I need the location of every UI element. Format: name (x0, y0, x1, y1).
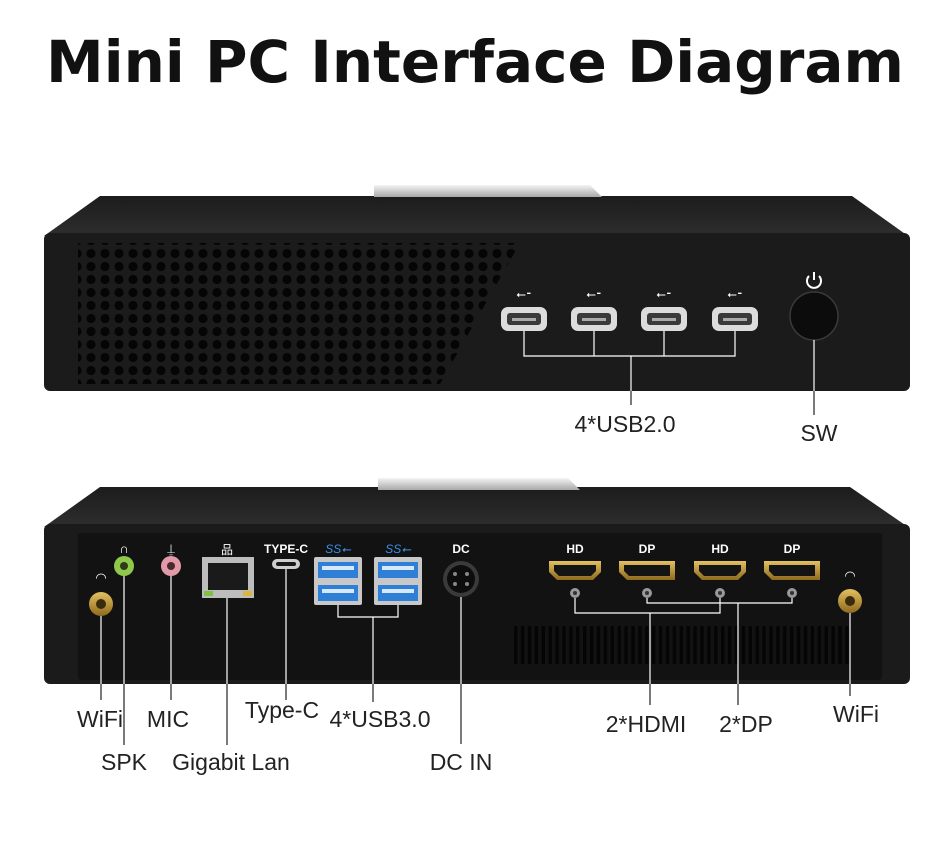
power-switch-callout-label: SW (800, 420, 837, 446)
type-c-callout-label: Type-C (245, 697, 319, 723)
rear-vent-slots (514, 626, 849, 664)
vent-slot (742, 626, 745, 664)
front-top-silver-accent (374, 185, 602, 197)
usb-icon: ⭠⁃ (516, 287, 532, 301)
vent-slot (825, 626, 828, 664)
vent-slot (769, 626, 772, 664)
dc-in-callout-label: DC IN (430, 749, 493, 775)
vent-slot (749, 626, 752, 664)
wifi-icon: ◠ (95, 570, 106, 585)
vent-slot (624, 626, 627, 664)
vent-slot (514, 626, 517, 664)
vent-slot (652, 626, 655, 664)
gigabit-lan-callout-label: Gigabit Lan (172, 749, 290, 775)
vent-slot (673, 626, 676, 664)
vent-slot (811, 626, 814, 664)
headphone-icon: ∩ (119, 541, 128, 556)
microphone-icon: ⍊ (167, 541, 175, 556)
vent-slot (576, 626, 579, 664)
vent-slot (797, 626, 800, 664)
vent-slot (618, 626, 621, 664)
rear-panel: ◠ ∩ ⍊ 品 TYPE-C S (44, 478, 910, 745)
vent-slot (583, 626, 586, 664)
vent-slot (804, 626, 807, 664)
vent-slot (728, 626, 731, 664)
vent-slot (645, 626, 648, 664)
hdmi-port-label-2: HD (711, 542, 729, 556)
spk-callout-label: SPK (101, 749, 148, 775)
dp-callout-label: 2*DP (719, 711, 773, 737)
vent-slot (542, 626, 545, 664)
vent-slot (721, 626, 724, 664)
wifi-icon: ◠ (844, 568, 855, 583)
vent-slot (611, 626, 614, 664)
superspeed-usb-icon: SS⭠ (325, 542, 352, 556)
rear-top-silver-accent (378, 478, 580, 490)
vent-slot (638, 626, 641, 664)
front-panel: ⭠⁃ ⭠⁃ ⭠⁃ ⭠⁃ (44, 185, 910, 415)
usb3-callout-label: 4*USB3.0 (329, 706, 430, 732)
dc-port-label: DC (452, 542, 470, 556)
vent-slot (756, 626, 759, 664)
superspeed-usb-icon: SS⭠ (385, 542, 412, 556)
vent-slot (687, 626, 690, 664)
dp-port-label-1: DP (639, 542, 656, 556)
vent-slot (659, 626, 662, 664)
vent-slot (783, 626, 786, 664)
vent-slot (838, 626, 841, 664)
vent-slot (666, 626, 669, 664)
type-c-port-label: TYPE-C (264, 542, 308, 556)
vent-slot (555, 626, 558, 664)
network-icon: 品 (221, 543, 233, 557)
vent-slot (549, 626, 552, 664)
rear-io-plate (78, 533, 882, 680)
vent-slot (590, 626, 593, 664)
vent-slot (535, 626, 538, 664)
vent-slot (776, 626, 779, 664)
mic-callout-label: MIC (147, 706, 189, 732)
vent-slot (700, 626, 703, 664)
hdmi-callout-label: 2*HDMI (606, 711, 687, 737)
vent-slot (714, 626, 717, 664)
vent-slot (818, 626, 821, 664)
vent-slot (693, 626, 696, 664)
vent-slot (569, 626, 572, 664)
usb2-callout-label: 4*USB2.0 (574, 411, 675, 437)
vent-slot (707, 626, 710, 664)
vent-slot (631, 626, 634, 664)
vent-slot (597, 626, 600, 664)
usb-icon: ⭠⁃ (727, 287, 743, 301)
vent-slot (831, 626, 834, 664)
usb-icon: ⭠⁃ (656, 287, 672, 301)
wifi-left-callout-label: WiFi (77, 706, 123, 732)
vent-slot (562, 626, 565, 664)
rear-top-cover (44, 487, 908, 527)
usb-icon: ⭠⁃ (586, 287, 602, 301)
wifi-right-callout-label: WiFi (833, 701, 879, 727)
front-top-cover (44, 196, 908, 236)
vent-slot (604, 626, 607, 664)
hdmi-port-label-1: HD (566, 542, 584, 556)
vent-slot (521, 626, 524, 664)
vent-slot (845, 626, 848, 664)
vent-slot (762, 626, 765, 664)
vent-slot (680, 626, 683, 664)
dp-port-label-2: DP (784, 542, 801, 556)
vent-slot (790, 626, 793, 664)
vent-slot (528, 626, 531, 664)
